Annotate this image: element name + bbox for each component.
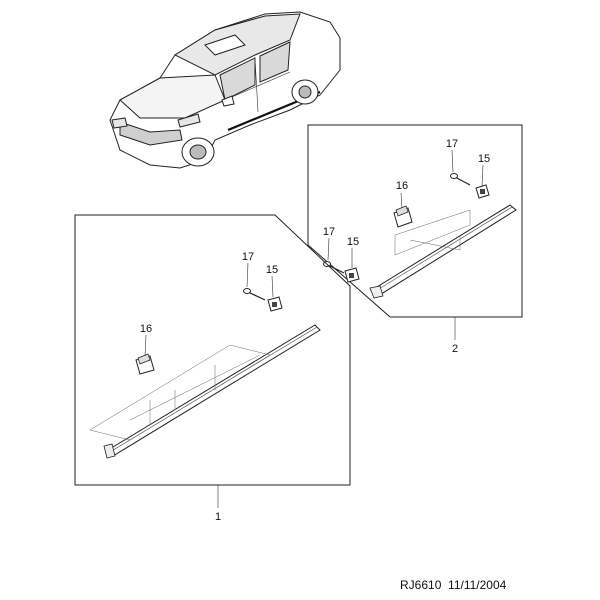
callout-assembly-2: 2: [452, 343, 458, 355]
leader-lines-2: [327, 149, 484, 340]
screw-17-b-right: [450, 173, 471, 186]
callout-16-a: 16: [140, 323, 152, 335]
molding-strip-2: [369, 204, 517, 299]
leader-lines-1: [144, 262, 274, 508]
nut-15-b-right: [475, 184, 490, 199]
callout-17-b-right: 17: [446, 138, 458, 150]
clip-16-b: [393, 205, 413, 228]
clip-16-a: [135, 353, 155, 375]
nut-15-b-left: [344, 267, 360, 283]
car-illustration: [109, 11, 341, 169]
drawing-date: 11/11/2004: [448, 578, 507, 592]
callout-17-b-left: 17: [323, 226, 335, 238]
callout-16-b: 16: [396, 180, 408, 192]
nut-15-a: [267, 296, 283, 312]
drawing-code: RJ6610: [400, 578, 442, 592]
callout-15-b-left: 15: [347, 236, 359, 248]
assembly-2-frame: [307, 124, 523, 318]
molding-strip-1: [89, 324, 321, 459]
screw-17-a: [243, 288, 266, 301]
callout-15-b-right: 15: [478, 153, 490, 165]
assembly-1-frame: [74, 214, 351, 486]
callout-assembly-1: 1: [215, 511, 221, 523]
callout-17-a: 17: [242, 251, 254, 263]
callout-15-a: 15: [266, 264, 278, 276]
diagram-footer: RJ6610 11/11/2004: [400, 578, 506, 592]
